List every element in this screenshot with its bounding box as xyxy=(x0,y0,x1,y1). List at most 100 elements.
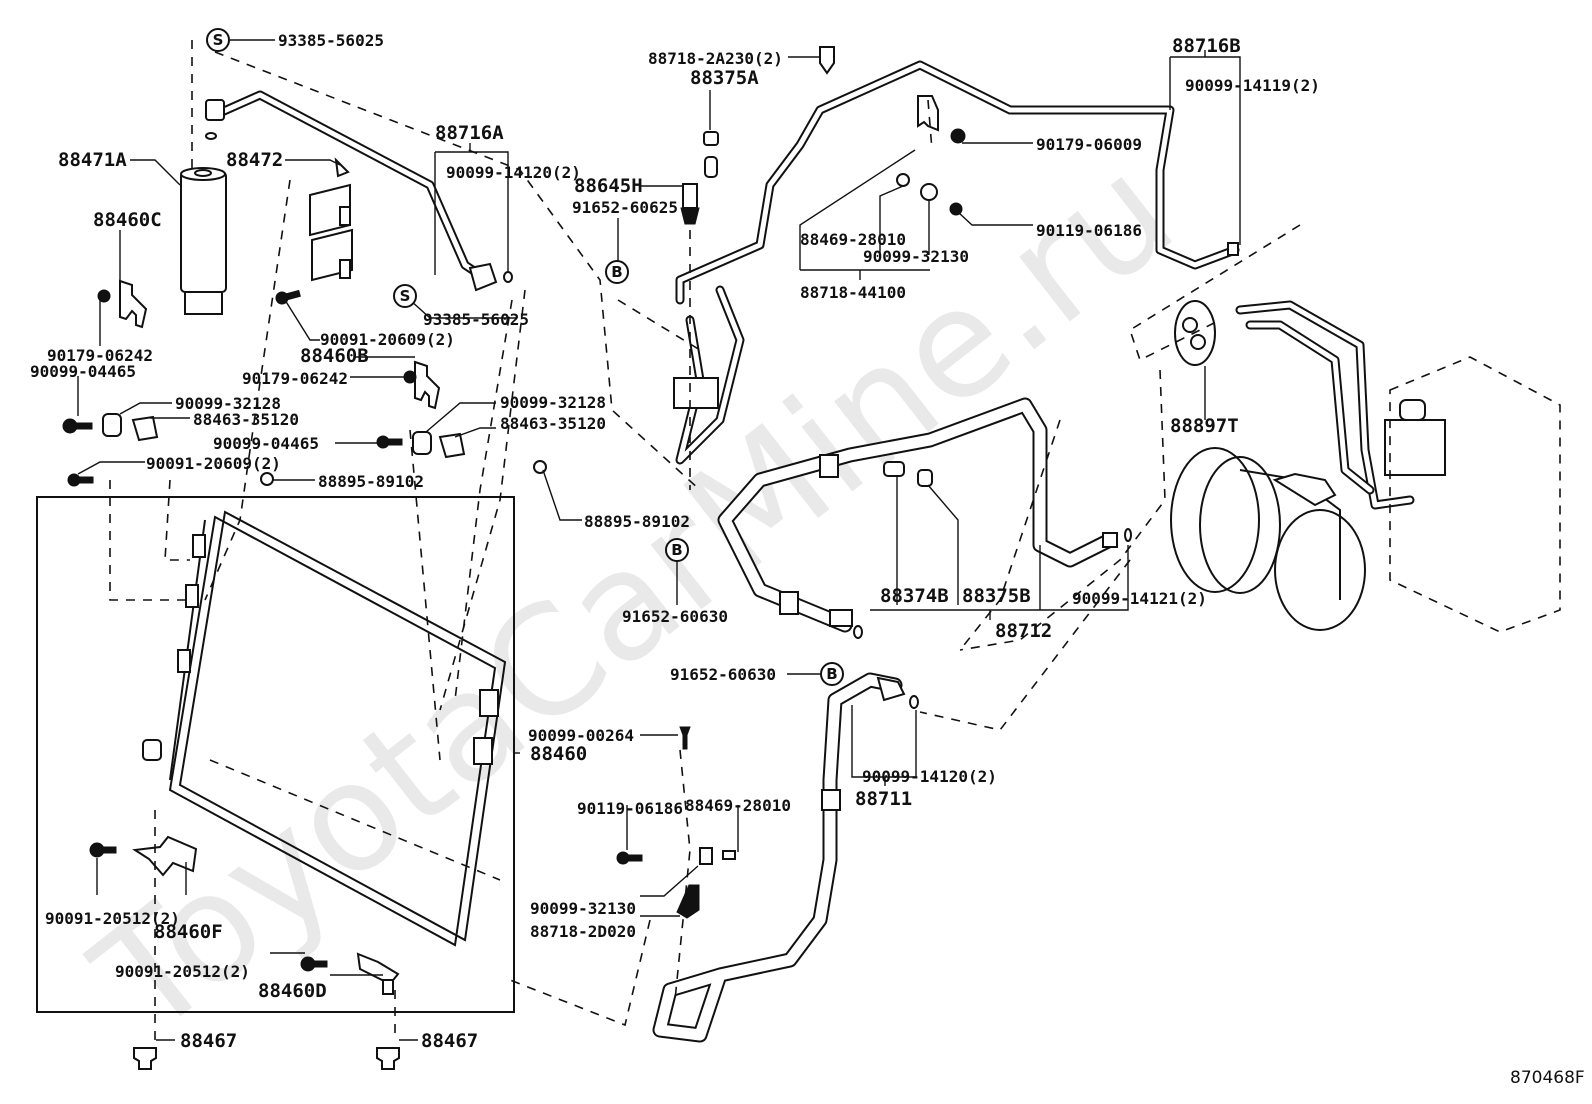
label-88375B[interactable]: 88375B xyxy=(962,585,1031,607)
nut-90179-06242-b[interactable] xyxy=(403,370,417,384)
valve-88374B[interactable] xyxy=(883,461,905,477)
label-90099-32130-b[interactable]: 90099-32130 xyxy=(530,899,636,918)
valve-core xyxy=(704,156,718,178)
bolt-90091-20609-a[interactable] xyxy=(67,473,94,487)
label-90099-14120-a[interactable]: 90099-14120(2) xyxy=(446,163,581,182)
label-90091-20609-top[interactable]: 90091-20609(2) xyxy=(320,330,455,349)
screw-90099-00264[interactable] xyxy=(679,726,691,750)
label-90179-06242-b[interactable]: 90179-06242 xyxy=(242,369,348,388)
label-88645H[interactable]: 88645H xyxy=(574,175,643,197)
tube-lower-center[interactable] xyxy=(673,285,745,465)
collar-90099-32130-b[interactable] xyxy=(699,847,713,865)
label-88711[interactable]: 88711 xyxy=(855,788,912,810)
label-90099-04465-b[interactable]: 90099-04465 xyxy=(213,434,319,453)
collar-90099-32128-a[interactable] xyxy=(102,413,122,437)
label-88469-28010-a[interactable]: 88469-28010 xyxy=(800,230,906,249)
label-90119-06186-b[interactable]: 90119-06186 xyxy=(577,799,683,818)
bracket-88718-2D020[interactable] xyxy=(676,884,700,919)
label-88460[interactable]: 88460 xyxy=(530,743,587,765)
receiver-bracket-88472[interactable] xyxy=(309,157,353,282)
cap-88375A[interactable] xyxy=(703,131,719,146)
bracket-88460C[interactable] xyxy=(119,279,148,329)
pressure-switch-88645H[interactable] xyxy=(680,183,700,225)
label-90099-14121[interactable]: 90099-14121(2) xyxy=(1072,589,1207,608)
label-88718-2D020[interactable]: 88718-2D020 xyxy=(530,922,636,941)
tube-center[interactable] xyxy=(675,60,1240,305)
label-88375A[interactable]: 88375A xyxy=(690,67,759,89)
label-88471A[interactable]: 88471A xyxy=(58,149,127,171)
bolt-90091-20512-a[interactable] xyxy=(89,842,117,858)
figure-code: 870468F xyxy=(1510,1068,1585,1088)
label-88374B[interactable]: 88374B xyxy=(880,585,949,607)
label-91652-60625[interactable]: 91652-60625 xyxy=(572,198,678,217)
label-88718-2A230[interactable]: 88718-2A230(2) xyxy=(648,49,783,68)
label-90099-04465-a[interactable]: 90099-04465 xyxy=(30,362,136,381)
label-90099-00264[interactable]: 90099-00264 xyxy=(528,726,634,745)
bracket-88460F[interactable] xyxy=(132,835,198,877)
label-88895-89102-b[interactable]: 88895-89102 xyxy=(584,512,690,531)
label-88716A[interactable]: 88716A xyxy=(435,122,504,144)
label-90119-06186-a[interactable]: 90119-06186 xyxy=(1036,221,1142,240)
bracket-88460B[interactable] xyxy=(414,360,441,410)
label-90099-32130-a[interactable]: 90099-32130 xyxy=(863,247,969,266)
receiver-88471A[interactable] xyxy=(180,167,227,315)
nut-90179-06009[interactable] xyxy=(950,128,966,144)
label-88467-b[interactable]: 88467 xyxy=(421,1030,478,1052)
label-88460C[interactable]: 88460C xyxy=(93,209,162,231)
cap-88375B[interactable] xyxy=(917,469,933,487)
bolt-90091-20609-b[interactable] xyxy=(275,289,301,305)
label-90099-14119[interactable]: 90099-14119(2) xyxy=(1185,76,1320,95)
label-88716B[interactable]: 88716B xyxy=(1172,35,1241,57)
label-88712[interactable]: 88712 xyxy=(995,620,1052,642)
clip-88895-89102-b[interactable] xyxy=(533,460,547,474)
clamp-88469-28010-b[interactable] xyxy=(722,850,736,860)
pipe-88716A[interactable] xyxy=(205,90,498,292)
o-ring-88712 xyxy=(853,625,863,639)
bolt-90091-20512-b[interactable] xyxy=(300,956,328,972)
label-88460F[interactable]: 88460F xyxy=(154,921,223,943)
hose-88712[interactable] xyxy=(717,397,1118,633)
label-88463-35120-b[interactable]: 88463-35120 xyxy=(500,414,606,433)
cushion-88463-35120-b[interactable] xyxy=(438,432,466,459)
label-93385-56025-mid[interactable]: 93385-56025 xyxy=(423,310,529,329)
label-88897T[interactable]: 88897T xyxy=(1170,415,1239,437)
label-90179-06009[interactable]: 90179-06009 xyxy=(1036,135,1142,154)
connector-88718-2A230[interactable] xyxy=(819,46,835,75)
label-90099-32128-b[interactable]: 90099-32128 xyxy=(500,393,606,412)
bolt-90099-04465-a[interactable] xyxy=(62,418,93,434)
bolt-90099-04465-b[interactable] xyxy=(376,435,403,449)
collar-90099-32130-a[interactable] xyxy=(920,183,938,201)
label-88460B[interactable]: 88460B xyxy=(300,345,369,367)
label-88460D[interactable]: 88460D xyxy=(258,980,327,1002)
label-93385-56025-top[interactable]: 93385-56025 xyxy=(278,31,384,50)
marker-B-lower: B xyxy=(820,662,844,686)
cushion-88463-35120-a[interactable] xyxy=(131,415,159,442)
o-ring-90099-14120-a xyxy=(503,271,513,283)
label-91652-60630-b[interactable]: 91652-60630 xyxy=(670,665,776,684)
label-88895-89102-a[interactable]: 88895-89102 xyxy=(318,472,424,491)
clamp-88469-28010-a[interactable] xyxy=(896,173,910,187)
label-88718-44100[interactable]: 88718-44100 xyxy=(800,283,906,302)
clip-88895-89102-a[interactable] xyxy=(260,472,274,486)
clamp-88718-44100[interactable] xyxy=(917,95,939,132)
label-90091-20512-b[interactable]: 90091-20512(2) xyxy=(115,962,250,981)
cushion-88467-a[interactable] xyxy=(133,1047,157,1070)
label-90099-14120-b[interactable]: 90099-14120(2) xyxy=(862,767,997,786)
bolt-90119-06186-b[interactable] xyxy=(616,851,643,865)
label-91652-60630-a[interactable]: 91652-60630 xyxy=(622,607,728,626)
label-88469-28010-b[interactable]: 88469-28010 xyxy=(685,796,791,815)
label-90091-20609-bottom[interactable]: 90091-20609(2) xyxy=(146,454,281,473)
nut-90179-06242-a[interactable] xyxy=(97,289,111,303)
collar-90099-32128-b[interactable] xyxy=(412,431,432,455)
label-88472[interactable]: 88472 xyxy=(226,149,283,171)
bracket-88460D[interactable] xyxy=(356,952,400,995)
cushion-88467-b[interactable] xyxy=(376,1047,400,1070)
leader-lines xyxy=(77,39,1241,1041)
label-90091-20512-a[interactable]: 90091-20512(2) xyxy=(45,909,180,928)
label-90099-32128-a[interactable]: 90099-32128 xyxy=(175,394,281,413)
label-88463-35120-a[interactable]: 88463-35120 xyxy=(193,410,299,429)
hose-88711[interactable] xyxy=(652,672,906,1043)
condenser-88460[interactable] xyxy=(142,510,507,947)
label-90179-06242-a[interactable]: 90179-06242 xyxy=(47,346,153,365)
label-88467-a[interactable]: 88467 xyxy=(180,1030,237,1052)
